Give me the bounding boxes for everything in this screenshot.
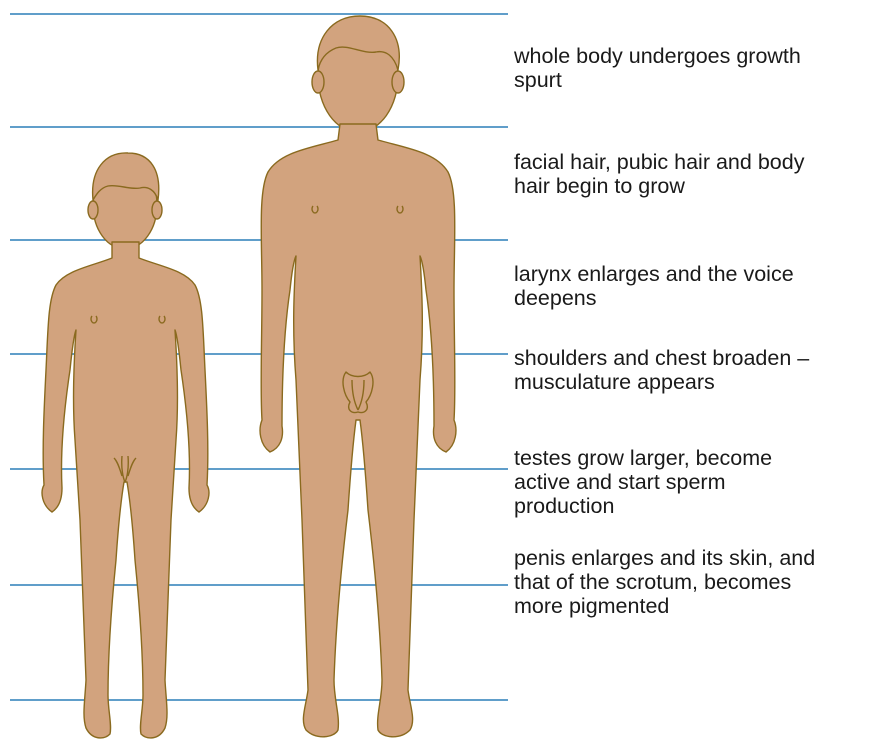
man-ear-right <box>392 71 404 93</box>
label-line: production <box>514 494 869 518</box>
label-testes: testes grow larger, become active and st… <box>514 446 869 518</box>
label-hair-growth: facial hair, pubic hair and body hair be… <box>514 150 869 198</box>
label-line: whole body undergoes growth <box>514 44 869 68</box>
label-line: active and start sperm <box>514 470 869 494</box>
label-penis: penis enlarges and its skin, and that of… <box>514 546 869 618</box>
label-line: larynx enlarges and the voice <box>514 262 869 286</box>
label-line: penis enlarges and its skin, and <box>514 546 869 570</box>
man-ear-left <box>312 71 324 93</box>
label-line: deepens <box>514 286 869 310</box>
label-line: that of the scrotum, becomes <box>514 570 869 594</box>
label-line: more pigmented <box>514 594 869 618</box>
label-line: facial hair, pubic hair and body <box>514 150 869 174</box>
label-line: hair begin to grow <box>514 174 869 198</box>
label-line: spurt <box>514 68 869 92</box>
man-body <box>260 124 456 737</box>
label-line: testes grow larger, become <box>514 446 869 470</box>
label-line: musculature appears <box>514 370 869 394</box>
boy-body <box>42 242 209 738</box>
label-shoulders: shoulders and chest broaden – musculatur… <box>514 346 869 394</box>
label-line: shoulders and chest broaden – <box>514 346 869 370</box>
boy-ear-right <box>152 201 162 219</box>
label-growth-spurt: whole body undergoes growth spurt <box>514 44 869 92</box>
man-figure <box>260 16 456 737</box>
label-larynx: larynx enlarges and the voice deepens <box>514 262 869 310</box>
boy-ear-left <box>88 201 98 219</box>
